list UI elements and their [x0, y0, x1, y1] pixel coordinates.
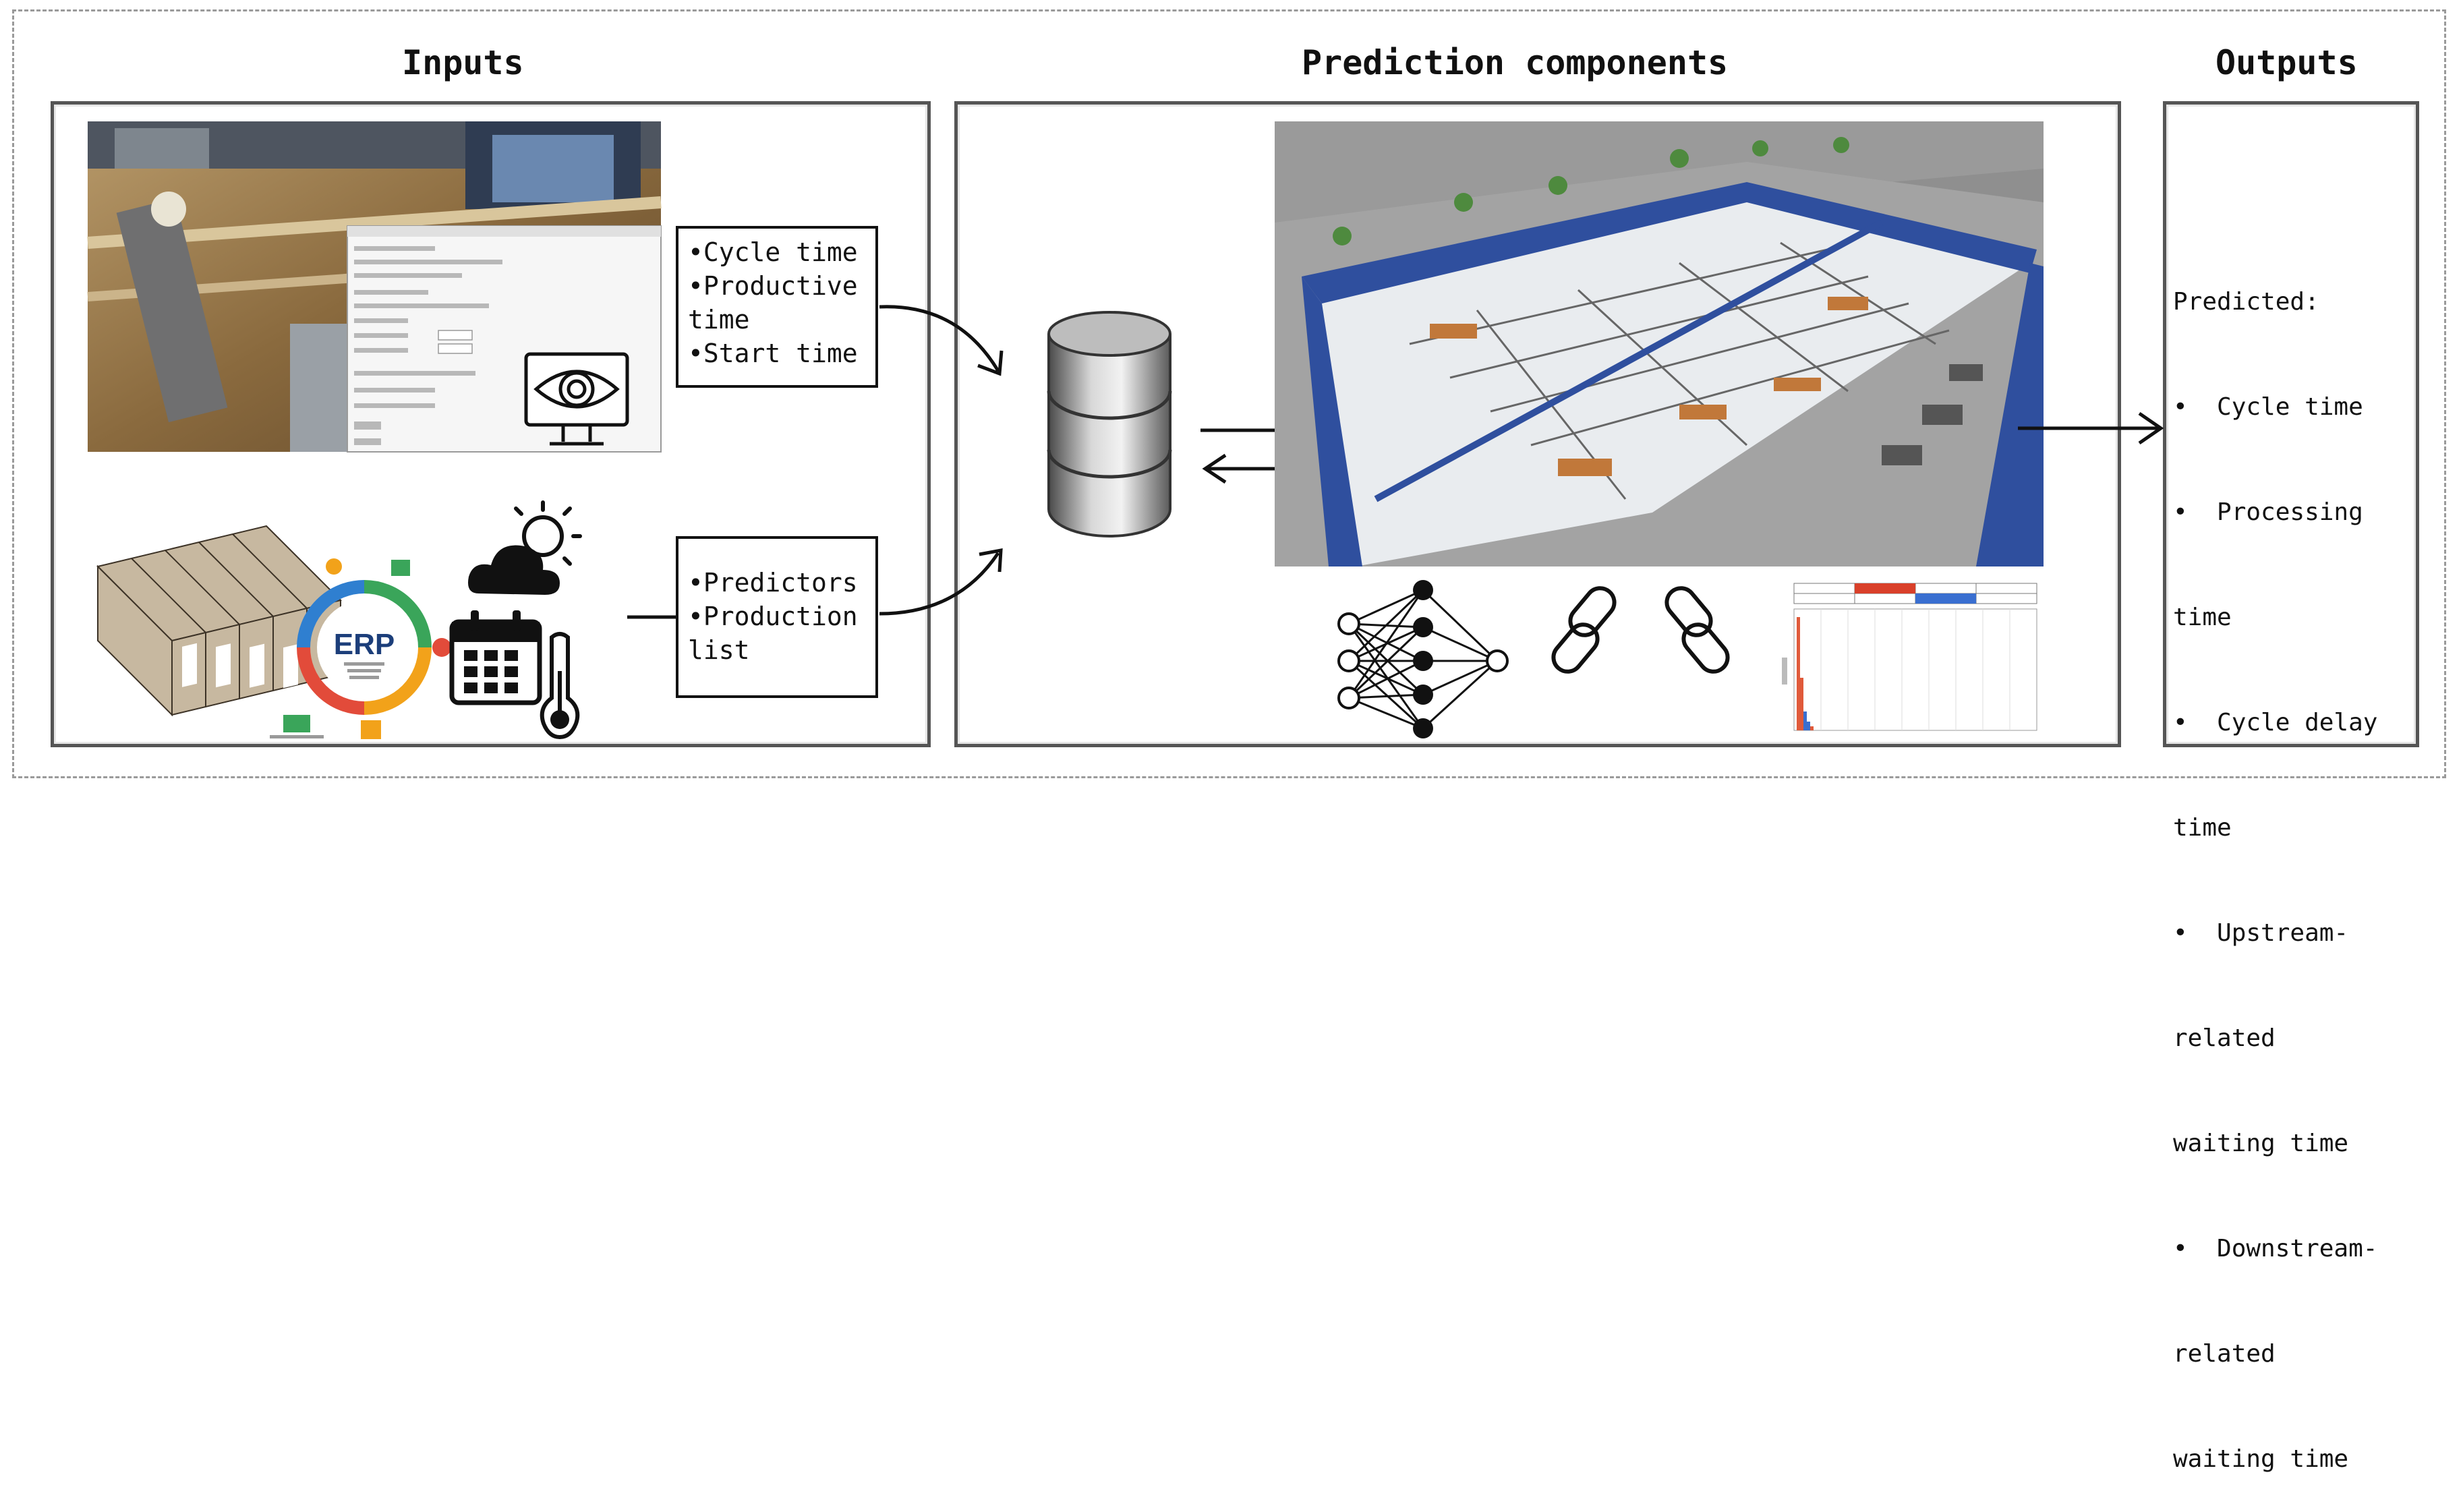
chain-link-icon	[1664, 586, 1730, 674]
output-item: • Cycle delay	[2173, 709, 2378, 736]
outputs-title: Predicted:	[2173, 288, 2319, 316]
output-item: waiting time	[2173, 1130, 2349, 1157]
weather-icon	[468, 500, 582, 595]
input-item: •Production	[688, 602, 858, 631]
outputs-list: Predicted: • Cycle time • Processing tim…	[2173, 214, 2377, 1512]
input-arrows	[879, 305, 1004, 616]
input-item: list	[688, 635, 750, 665]
calendar-icon	[449, 610, 542, 705]
inputs-heading: Inputs	[402, 43, 524, 82]
output-item: • Cycle time	[2173, 393, 2363, 421]
output-item: • Upstream-	[2173, 919, 2349, 947]
input-item: •Predictors	[688, 568, 858, 598]
predictors-inputs-box: •Predictors •Production list	[676, 536, 878, 698]
factory-photo	[87, 121, 662, 453]
outputs-heading: Outputs	[2216, 43, 2358, 82]
histogram-thumbnail	[1780, 577, 2044, 742]
prediction-heading: Prediction components	[1302, 43, 1729, 82]
erp-label: ERP	[334, 628, 395, 661]
outputs-panel	[2163, 101, 2419, 747]
input-item: •Productive	[688, 271, 858, 301]
database-icon	[1047, 311, 1172, 537]
output-item: • Downstream-	[2173, 1235, 2378, 1262]
connector-line	[627, 615, 678, 619]
factory-simulation-view	[1275, 121, 2044, 566]
input-item: time	[688, 305, 750, 335]
output-item: waiting time	[2173, 1445, 2349, 1473]
eye-monitor-icon	[524, 352, 629, 446]
erp-diagram: ERP	[270, 558, 451, 739]
cycle-time-inputs-box: •Cycle time •Productive time •Start time	[676, 226, 878, 388]
thermometer-icon	[540, 632, 580, 740]
output-item: related	[2173, 1024, 2276, 1052]
output-item: time	[2173, 604, 2232, 631]
output-item: time	[2173, 814, 2232, 842]
neural-network-icon	[1337, 580, 1509, 738]
output-arrow	[2018, 411, 2164, 445]
input-item: •Start time	[688, 339, 858, 368]
output-item: related	[2173, 1340, 2276, 1368]
output-item: • Processing	[2173, 498, 2363, 526]
input-item: •Cycle time	[688, 237, 858, 267]
figure-frame	[12, 9, 2446, 778]
chain-link-icon	[1551, 586, 1617, 674]
